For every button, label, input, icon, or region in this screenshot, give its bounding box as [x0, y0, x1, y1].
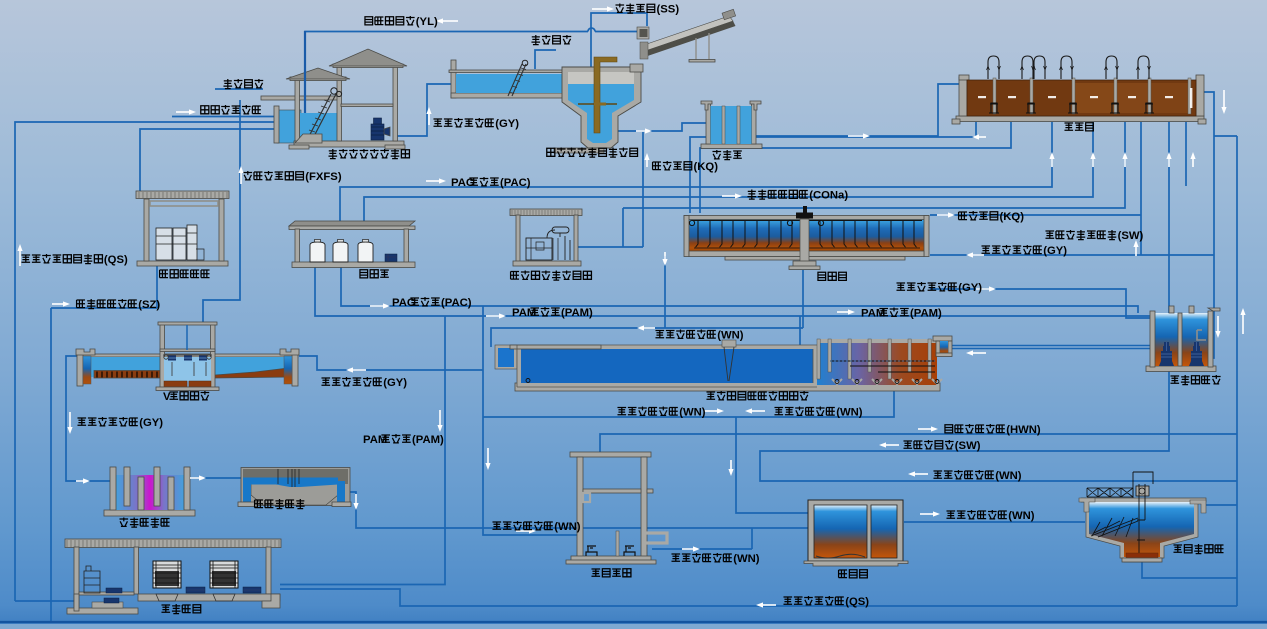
- svg-text:(PAM): (PAM): [910, 307, 942, 319]
- svg-text:(GY): (GY): [495, 118, 519, 130]
- svg-text:(KQ): (KQ): [1000, 211, 1025, 223]
- svg-text:(SW): (SW): [1118, 230, 1144, 242]
- svg-text:(GY): (GY): [958, 282, 982, 294]
- svg-text:(PAC): (PAC): [441, 297, 472, 309]
- svg-text:PAC: PAC: [392, 297, 415, 309]
- svg-text:(PAM): (PAM): [412, 434, 444, 446]
- svg-text:(YL): (YL): [416, 16, 438, 28]
- svg-text:PAM: PAM: [861, 307, 885, 319]
- svg-text:(WN): (WN): [836, 406, 863, 418]
- svg-text:(PAM): (PAM): [561, 307, 593, 319]
- svg-text:(WN): (WN): [679, 406, 706, 418]
- svg-text:(SZ): (SZ): [138, 299, 160, 311]
- svg-text:(CONa): (CONa): [809, 189, 848, 201]
- svg-text:(HWN): (HWN): [1006, 424, 1041, 436]
- svg-text:(SW): (SW): [955, 440, 981, 452]
- svg-text:(WN): (WN): [733, 553, 760, 565]
- svg-text:PAM: PAM: [363, 434, 387, 446]
- svg-text:V: V: [163, 391, 171, 403]
- svg-text:(FXFS): (FXFS): [305, 171, 342, 183]
- svg-text:(WN): (WN): [717, 329, 744, 341]
- svg-text:(QS): (QS): [104, 254, 128, 266]
- svg-text:(KQ): (KQ): [694, 161, 719, 173]
- svg-text:(QS): (QS): [845, 596, 869, 608]
- svg-text:PAM: PAM: [512, 307, 536, 319]
- svg-text:(WN): (WN): [554, 521, 581, 533]
- svg-text:(WN): (WN): [1008, 510, 1035, 522]
- svg-text:(GY): (GY): [1043, 245, 1067, 257]
- svg-text:(WN): (WN): [995, 470, 1022, 482]
- svg-text:PAC: PAC: [451, 177, 474, 189]
- svg-text:(SS): (SS): [657, 3, 680, 15]
- svg-text:(PAC): (PAC): [500, 177, 531, 189]
- svg-text:(GY): (GY): [139, 417, 163, 429]
- svg-text:(GY): (GY): [383, 377, 407, 389]
